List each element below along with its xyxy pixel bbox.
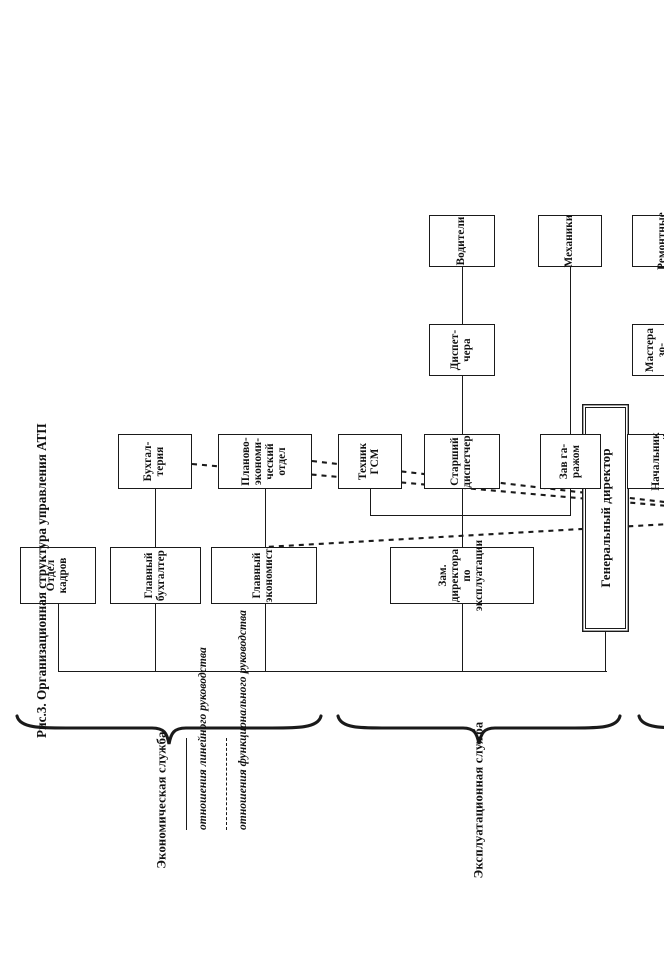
link-gl-buhgalter-buhgalteria — [155, 604, 157, 672]
group-label-economic: Экономическая служба — [154, 731, 169, 869]
node-gl-ekonomist[interactable]: Главный экономист — [211, 547, 317, 604]
link-buhgalter-to-buh — [155, 489, 157, 547]
node-label: Диспет- чера — [449, 329, 473, 371]
tap-tehnik-gsm — [370, 489, 372, 516]
node-zav-garazhom[interactable]: Зав га- ражом — [540, 434, 601, 489]
node-label: Бухгал- терия — [142, 441, 166, 482]
link-dispetchera-to-voditeli — [462, 267, 464, 324]
link-zav-garazhom-to-mehaniki — [570, 267, 572, 434]
node-label: Техник ГСМ — [357, 442, 381, 481]
node-label: Зам. директора по эксплуатации — [437, 539, 485, 612]
spine-tap-zam-ekspl — [462, 604, 464, 672]
node-gl-buhgalter[interactable]: Главный бухгалтер — [110, 547, 201, 604]
link-starshiy-to-dispetchera — [462, 376, 464, 434]
spine-tap-gl-ekonomist — [265, 604, 267, 672]
legend-label-solid: отношения линейного руководства — [196, 647, 209, 830]
legend-label-dashed: отношения функционального руководства — [236, 610, 249, 830]
node-otdel-kadrov[interactable]: Отдел кадров — [20, 547, 96, 604]
node-label: Ремонтные рабочие — [655, 212, 664, 270]
brace-economic — [15, 714, 323, 745]
node-label: Главный экономист — [251, 548, 275, 603]
node-label: Планово- экономи- ческий отдел — [240, 437, 288, 486]
brace-operational — [336, 714, 622, 745]
node-zam-direktora-po-ekspluatacii[interactable]: Зам. директора по эксплуатации — [390, 540, 534, 611]
spine-tap-otdel-kadrov — [58, 604, 60, 672]
node-tehnik-gsm[interactable]: Техник ГСМ — [338, 434, 402, 489]
node-label: Водители — [455, 216, 468, 266]
figure-caption: Рис.3. Организационная структура управле… — [34, 423, 49, 738]
link-ekonomist-to-plan — [265, 489, 267, 547]
legend-swatch-dashed — [226, 738, 227, 830]
operational-subspine — [370, 514, 570, 516]
node-label: Старший диспетчер — [449, 435, 473, 488]
node-planovo-otdel[interactable]: Планово- экономи- ческий отдел — [218, 434, 312, 489]
node-starshiy-dispetcher[interactable]: Старший диспетчер — [424, 434, 500, 489]
node-mehaniki[interactable]: Механики — [538, 215, 602, 267]
node-buhgalteria[interactable]: Бухгал- терия — [118, 434, 192, 489]
node-voditeli[interactable]: Водители — [429, 215, 495, 267]
node-label: Начальник ремонтной службы — [649, 432, 664, 491]
tap-zav-garazhom — [570, 489, 572, 516]
node-label: Мастера зо- ны ТО и ТР — [643, 327, 664, 373]
node-label: Главный бухгалтер — [142, 550, 167, 601]
root-stub — [605, 627, 607, 672]
node-nachalnik-remontnoy-sluzhby[interactable]: Начальник ремонтной службы — [627, 432, 664, 491]
tap-starshiy-disp — [462, 489, 464, 516]
main-spine — [58, 670, 607, 672]
node-label: Зав га- ражом — [557, 443, 582, 480]
group-label-operational: Эксплуатационная служба — [471, 721, 486, 879]
node-mastera-zony-to-i-tr[interactable]: Мастера зо- ны ТО и ТР — [632, 324, 664, 376]
legend-swatch-solid — [186, 738, 187, 830]
brace-technical — [637, 714, 664, 745]
node-dispetchera[interactable]: Диспет- чера — [429, 324, 495, 376]
node-remontnye-rabochie[interactable]: Ремонтные рабочие — [632, 212, 664, 270]
node-label: Механики — [563, 214, 576, 268]
